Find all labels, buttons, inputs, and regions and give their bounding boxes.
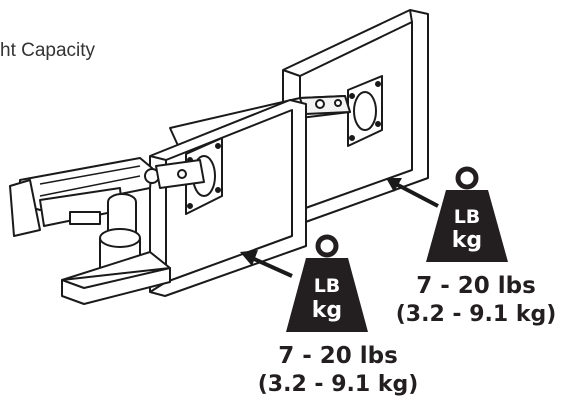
weight-range-kg-left: (3.2 - 9.1 kg) <box>257 371 419 397</box>
weight-icon-right: LB kg <box>426 166 508 262</box>
weight-unit-kg-left: kg <box>312 298 342 323</box>
weight-range-lbs-right: 7 - 20 lbs <box>416 273 536 299</box>
monitor-arm-mount <box>9 157 205 305</box>
weight-icon-left: LB kg <box>286 234 368 332</box>
weight-range-kg-right: (3.2 - 9.1 kg) <box>395 301 557 327</box>
arrow-left-monitor <box>240 250 293 278</box>
weight-unit-lb-left: LB <box>314 275 341 297</box>
weight-capacity-caption: ht Capacity <box>0 40 96 61</box>
weight-range-right: 7 - 20 lbs (3.2 - 9.1 kg) <box>386 272 565 328</box>
weight-unit-lb-right: LB <box>454 206 481 228</box>
weight-unit-kg-right: kg <box>452 228 482 253</box>
left-monitor <box>149 99 307 297</box>
weight-range-lbs-left: 7 - 20 lbs <box>278 343 398 369</box>
weight-range-left: 7 - 20 lbs (3.2 - 9.1 kg) <box>248 342 428 398</box>
arrow-right-monitor <box>386 178 439 208</box>
